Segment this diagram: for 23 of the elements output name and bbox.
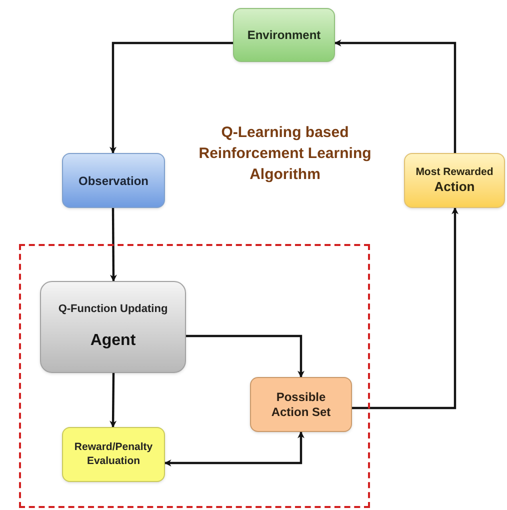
- arrow: [110, 42, 233, 154]
- process-box: [62, 427, 165, 482]
- node-text: Most Rewarded: [416, 166, 494, 179]
- node-text: Observation: [78, 172, 149, 190]
- process-box: [233, 8, 335, 62]
- process-box: [404, 153, 505, 208]
- node-text: Q-Function Updating: [58, 302, 168, 317]
- arrow: [110, 208, 117, 282]
- node-text: Agent: [90, 331, 136, 352]
- process-box: [62, 153, 165, 208]
- node-text: Possible Action Set: [271, 390, 331, 420]
- node-text: Reward/Penalty Evaluation: [73, 441, 154, 468]
- diagram-title: Q-Learning based Reinforcement Learning Algorithm: [198, 123, 372, 185]
- node-text: Environment: [247, 27, 321, 44]
- node-text: Action: [434, 178, 475, 196]
- group-region: [19, 244, 370, 508]
- arrow: [334, 40, 456, 153]
- arrow: [164, 431, 304, 466]
- process-box: [40, 281, 186, 373]
- arrow: [186, 334, 304, 378]
- arrow: [352, 207, 458, 410]
- process-box: [250, 377, 352, 432]
- arrow: [110, 372, 117, 428]
